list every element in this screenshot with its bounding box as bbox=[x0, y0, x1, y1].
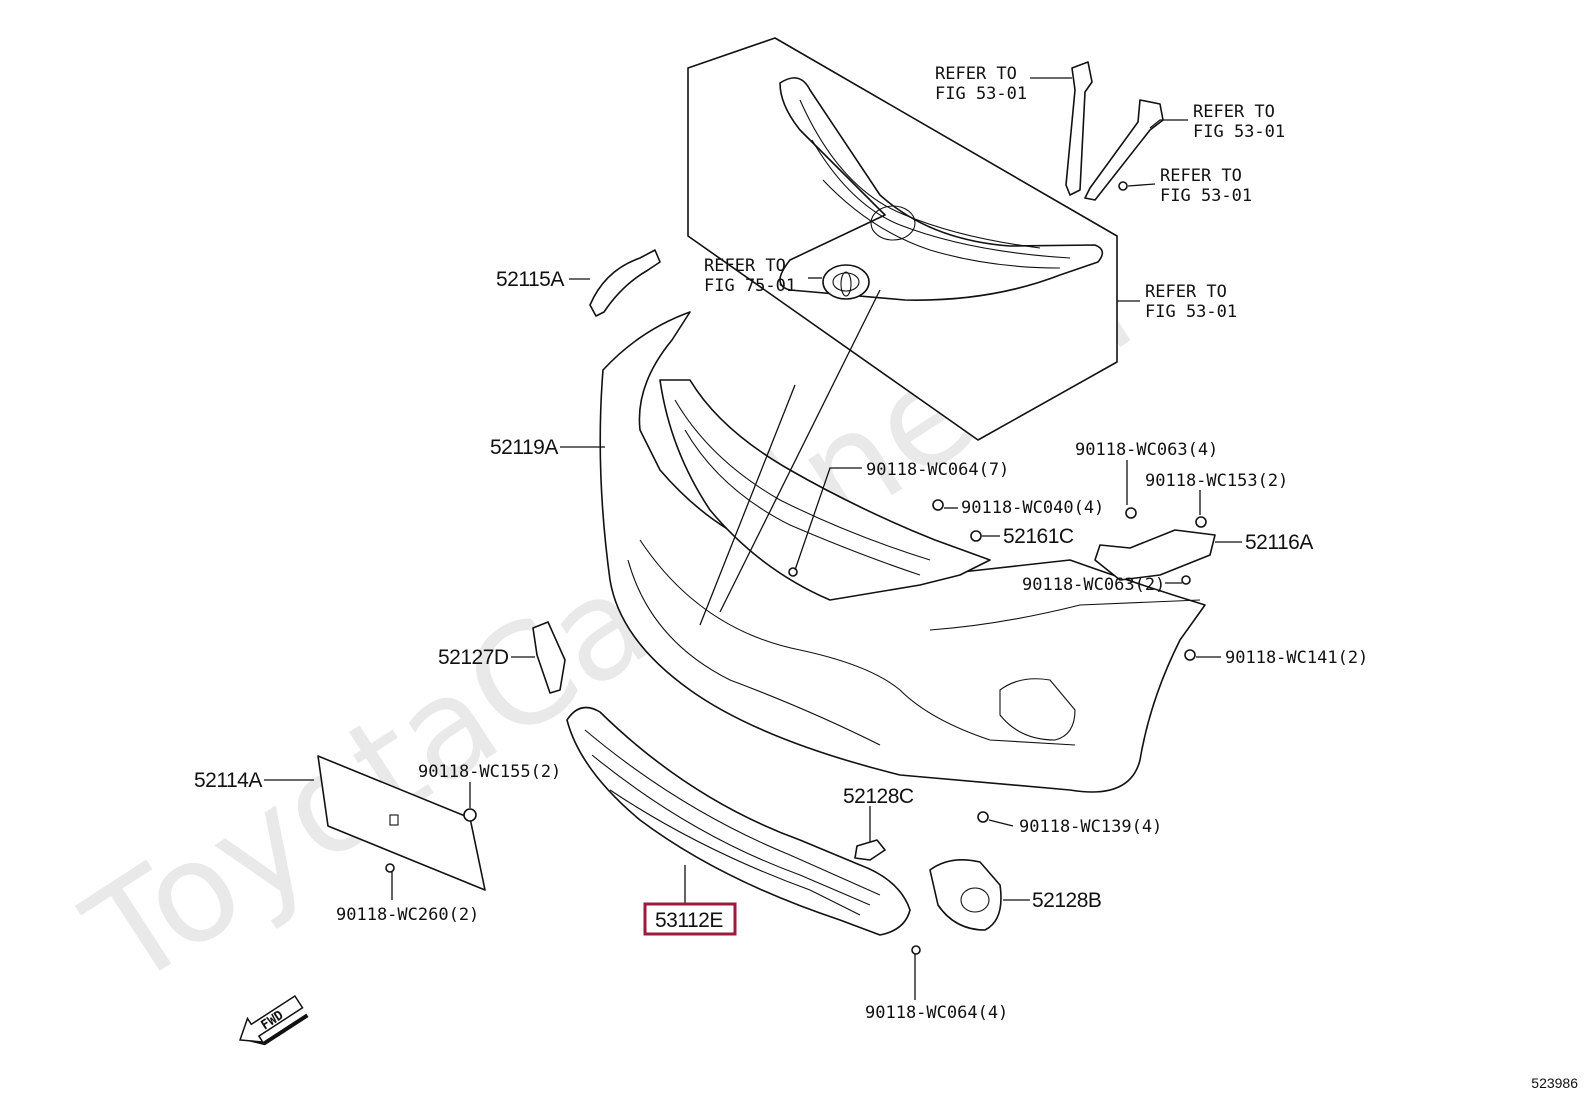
lower-grille-53112E bbox=[566, 706, 911, 936]
label-52161C: 52161C bbox=[1003, 525, 1074, 548]
label-refer-top2-line1: REFER TO bbox=[1193, 102, 1275, 122]
bumper-side-crease bbox=[929, 599, 1201, 631]
side-retainer-52115A bbox=[589, 249, 661, 317]
callout-labels: REFER TO FIG 53-01 REFER TO FIG 53-01 RE… bbox=[194, 64, 1368, 1023]
highlight-box-53112E bbox=[643, 902, 737, 936]
leader-grille-to-bumper bbox=[699, 384, 796, 626]
label-90118-WC064-4: 90118-WC064(4) bbox=[865, 1003, 1008, 1023]
leader-lines bbox=[264, 77, 1242, 1000]
toyota-emblem-icon bbox=[822, 264, 870, 300]
label-52128B: 52128B bbox=[1032, 889, 1101, 912]
label-52114A: 52114A bbox=[194, 769, 262, 792]
screw-icon-wc063-2 bbox=[1181, 575, 1191, 585]
upper-support-bracket-right bbox=[1084, 99, 1164, 201]
emblem-vertical-ring bbox=[840, 271, 852, 297]
leader-wc064-7 bbox=[794, 467, 862, 571]
clip-icon-52161C bbox=[970, 530, 982, 542]
label-90118-WC141-2: 90118-WC141(2) bbox=[1225, 648, 1368, 668]
emblem-inner-ring bbox=[832, 272, 860, 292]
screw-icon-wc064-4 bbox=[911, 945, 921, 955]
screw-icon-wc141 bbox=[1184, 649, 1196, 661]
bumper-lower-trim-line bbox=[627, 559, 881, 746]
grille-emblem-recess bbox=[870, 205, 916, 241]
bumper-group bbox=[599, 311, 1206, 793]
label-refer-top1-line1: REFER TO bbox=[935, 64, 1017, 84]
grille-assembly-group bbox=[687, 37, 1118, 441]
page-id: 523986 bbox=[1531, 1075, 1578, 1091]
grille-frame-inner-2 bbox=[684, 429, 921, 576]
grille-slat-3 bbox=[822, 179, 1061, 269]
bracket-screw-icon bbox=[1118, 181, 1128, 191]
fog-cover-right-52128B bbox=[929, 859, 1002, 931]
label-53112E[interactable]: 53112E bbox=[655, 909, 724, 932]
leader-wc139 bbox=[988, 819, 1014, 827]
screw-icon-wc040 bbox=[932, 499, 944, 511]
label-90118-WC260-2: 90118-WC260(2) bbox=[336, 905, 479, 925]
license-bracket-52114A bbox=[317, 755, 486, 891]
label-refer-screw-line2: FIG 53-01 bbox=[1160, 186, 1252, 206]
front-bumper-cover bbox=[599, 311, 1206, 793]
bumper-fog-pocket bbox=[999, 678, 1076, 741]
label-90118-WC155-2: 90118-WC155(2) bbox=[418, 762, 561, 782]
grille-slat-2 bbox=[811, 139, 1071, 259]
license-bracket-slot bbox=[389, 814, 399, 826]
fwd-arrow-icon: FWD bbox=[238, 994, 309, 1046]
label-52116A: 52116A bbox=[1245, 531, 1313, 554]
label-refer-top2-line2: FIG 53-01 bbox=[1193, 122, 1285, 142]
label-refer-screw-line1: REFER TO bbox=[1160, 166, 1242, 186]
label-52128C: 52128C bbox=[843, 785, 914, 808]
label-90118-WC063-2: 90118-WC063(2) bbox=[1022, 575, 1165, 595]
label-90118-WC063-4: 90118-WC063(4) bbox=[1075, 440, 1218, 460]
label-refer-emblem-line1: REFER TO bbox=[704, 256, 786, 276]
lower-grille-bar-2 bbox=[591, 754, 871, 906]
label-52127D: 52127D bbox=[438, 646, 509, 669]
label-90118-WC064-7: 90118-WC064(7) bbox=[866, 460, 1009, 480]
leader-refer-screw bbox=[1127, 183, 1156, 187]
side-bracket-52116A bbox=[1094, 529, 1216, 581]
fog-cover-right-opening bbox=[960, 887, 990, 913]
upper-support-bracket-left bbox=[1065, 61, 1093, 196]
fog-cover-left-52127D bbox=[532, 621, 566, 694]
label-90118-WC040-4: 90118-WC040(4) bbox=[961, 498, 1104, 518]
bumper-upper-grille-frame bbox=[659, 379, 991, 601]
label-refer-emblem-line2: FIG 75-01 bbox=[704, 276, 796, 296]
label-refer-right-line2: FIG 53-01 bbox=[1145, 302, 1237, 322]
label-90118-WC153-2: 90118-WC153(2) bbox=[1145, 471, 1288, 491]
label-refer-top1-line2: FIG 53-01 bbox=[935, 84, 1027, 104]
cap-52128C bbox=[854, 839, 886, 861]
lower-grille-bar-3 bbox=[609, 789, 861, 916]
radiator-grille bbox=[779, 77, 1104, 301]
label-52115A: 52115A bbox=[496, 268, 564, 291]
label-90118-WC139-4: 90118-WC139(4) bbox=[1019, 817, 1162, 837]
label-52119A: 52119A bbox=[490, 436, 558, 459]
leader-emblem-to-bumper bbox=[719, 289, 881, 613]
screw-icon-wc063-4 bbox=[1125, 507, 1137, 519]
clip-icon-wc155 bbox=[463, 808, 477, 822]
clip-icon-wc153 bbox=[1195, 516, 1207, 528]
leader-refer-top2 bbox=[1149, 119, 1188, 129]
screw-icon-wc139 bbox=[977, 811, 989, 823]
bumper-lower-opening bbox=[639, 539, 1076, 746]
screw-icon-wc260 bbox=[385, 863, 395, 873]
lower-grille-bar-1 bbox=[584, 729, 881, 896]
grille-frame-inner-1 bbox=[674, 399, 931, 561]
label-refer-right-line1: REFER TO bbox=[1145, 282, 1227, 302]
grille-slat-1 bbox=[799, 99, 1041, 249]
